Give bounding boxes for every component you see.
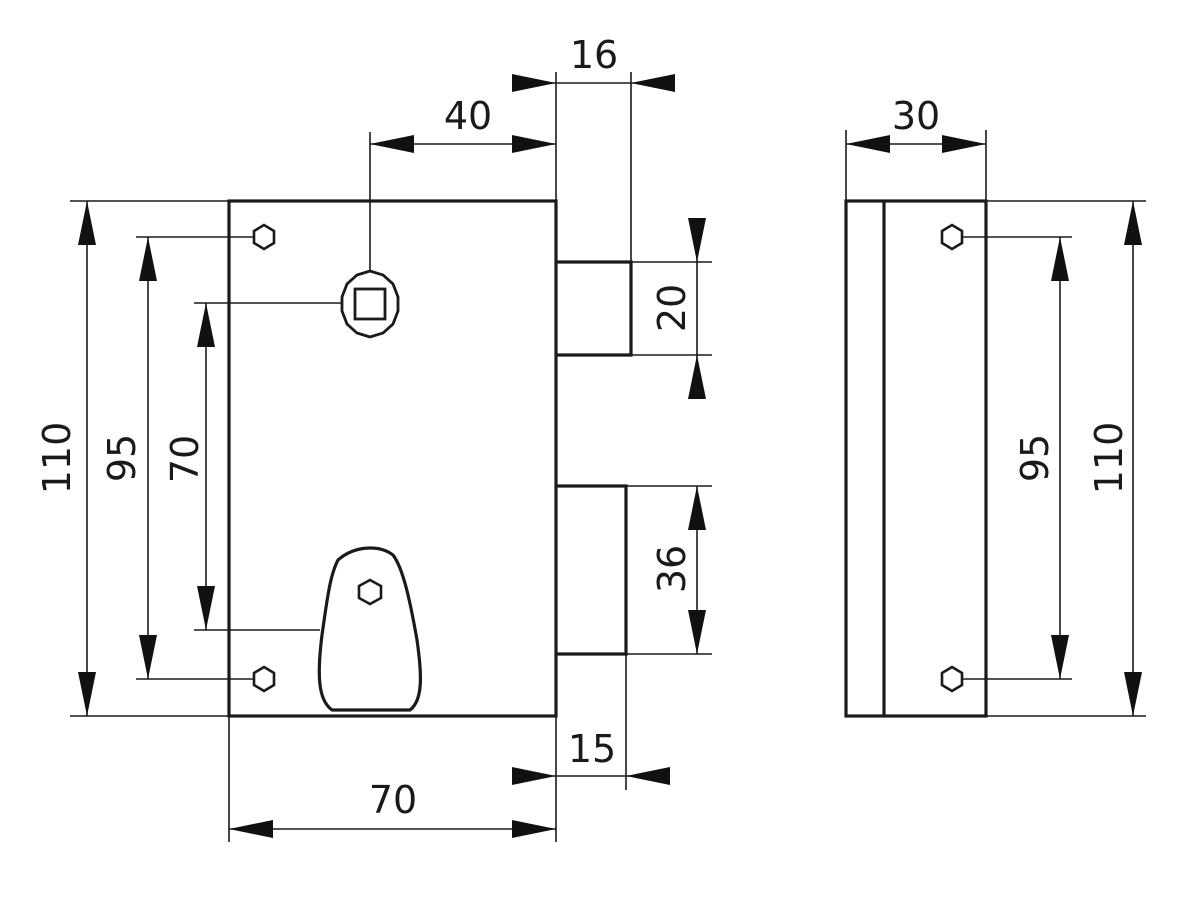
side-case-body	[844, 199, 988, 718]
side-top-screw-hole	[940, 223, 964, 251]
dim-side-screw-spacing-label: 95	[1013, 434, 1057, 482]
dead-bolt	[556, 484, 628, 656]
latch-bolt	[556, 260, 633, 357]
dim-spindle-to-keyhole-label: 70	[163, 435, 207, 483]
dim-body-width-label: 70	[369, 778, 417, 822]
dim-screw-spacing: 95	[100, 237, 157, 679]
dim-bolt-height: 36	[650, 486, 706, 654]
dim-spindle-offset: 40	[370, 94, 556, 153]
dim-bolt-height-label: 36	[650, 545, 694, 593]
dim-latch-height-label: 20	[650, 284, 694, 332]
dim-spindle-to-keyhole: 70	[163, 303, 215, 630]
front-view: 16 40 110 95 70	[35, 33, 712, 842]
dim-bolt-width: 16	[512, 33, 675, 92]
dim-body-width: 70	[229, 778, 556, 838]
dim-screw-spacing-label: 95	[100, 434, 144, 482]
keyhole-escutcheon	[317, 546, 423, 712]
side-bottom-screw-hole	[940, 665, 964, 693]
dim-bolt-projection-label: 15	[568, 727, 616, 771]
keyhole-cylinder-icon	[357, 578, 383, 606]
dim-height-total-label: 110	[35, 422, 79, 495]
dim-height-total: 110	[35, 201, 96, 716]
side-extension-lines	[845, 130, 1146, 717]
side-view: 30 95 110	[844, 94, 1146, 718]
spindle-follower	[340, 269, 400, 339]
dim-side-height-total: 110	[1087, 201, 1142, 716]
dim-depth: 30	[846, 94, 986, 153]
dim-side-height-total-label: 110	[1087, 422, 1131, 495]
dim-depth-label: 30	[892, 94, 940, 138]
lock-case-body	[227, 199, 558, 718]
dim-bolt-projection: 15	[512, 727, 670, 785]
dim-bolt-width-label: 16	[570, 33, 618, 77]
top-screw-hole	[252, 223, 276, 251]
dim-spindle-offset-label: 40	[444, 94, 492, 138]
dim-latch-height: 20	[650, 218, 706, 399]
bottom-screw-hole	[252, 665, 276, 693]
dim-side-screw-spacing: 95	[1013, 237, 1069, 679]
